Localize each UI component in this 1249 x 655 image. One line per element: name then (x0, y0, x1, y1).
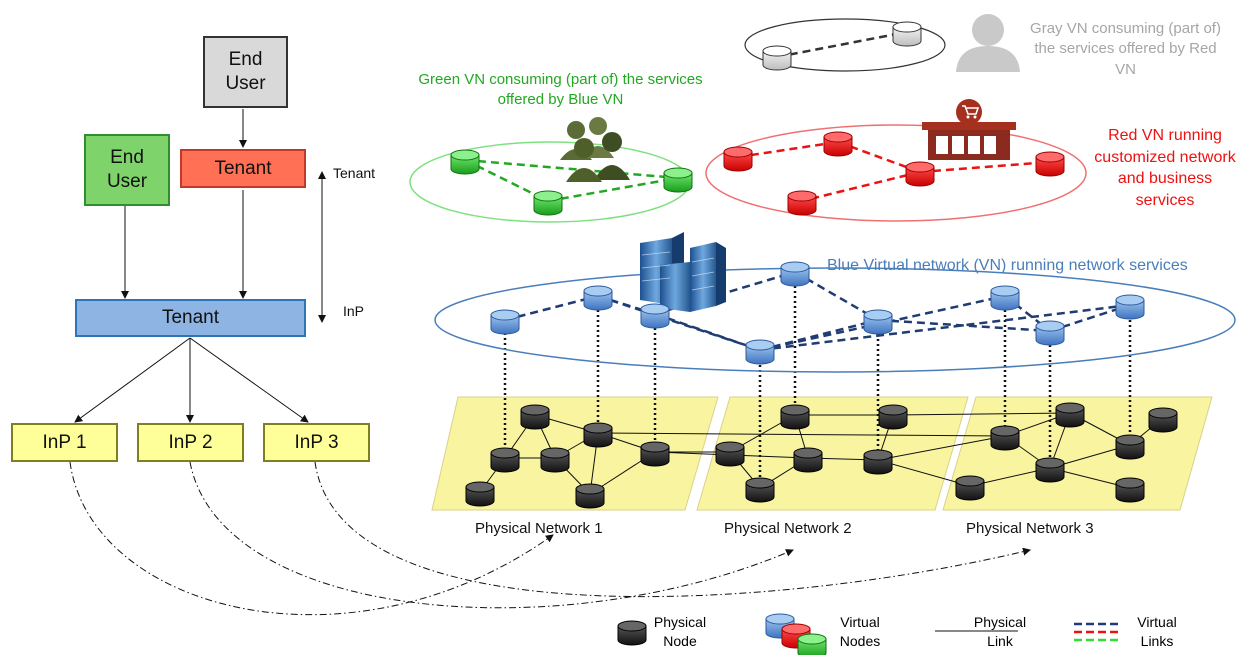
end-user-box-top: End User (203, 36, 288, 108)
blue-vn-caption: Blue Virtual network (VN) running networ… (827, 257, 1188, 274)
black-node (715, 441, 745, 467)
black-node (1035, 457, 1065, 483)
hierarchy-arrows (74, 109, 326, 423)
axis-tenant-label: Tenant (333, 165, 376, 181)
inp1-box: InP 1 (11, 423, 118, 462)
black-node (990, 425, 1020, 451)
green-node (663, 167, 693, 193)
physical-plane-1 (431, 396, 719, 511)
legend-virtual-links-lines (1074, 622, 1120, 642)
black-node (617, 620, 647, 646)
blue-node (640, 303, 670, 329)
legend-physical-node-label: Physical Node (653, 614, 707, 649)
gray-virtual-link (776, 30, 908, 59)
gray-node (892, 21, 922, 47)
blue-node (745, 339, 775, 365)
green-node (533, 190, 563, 216)
red-node (1035, 151, 1065, 177)
axis-inp-label: InP (343, 303, 365, 319)
black-node (1148, 407, 1178, 433)
legend-virtual-nodes-label: Virtual Nodes (839, 614, 881, 649)
gray-user-icon (956, 14, 1020, 72)
tenant-box-red: Tenant (180, 149, 306, 188)
black-node (1055, 402, 1085, 428)
red-node (823, 131, 853, 157)
black-node (640, 441, 670, 467)
vertical-mappings (503, 276, 1132, 482)
inp-mapping-curves (69, 461, 1031, 616)
green-vn-caption: Green VN consuming (part of) the service… (418, 71, 703, 109)
blue-node (490, 309, 520, 335)
black-node (1115, 434, 1145, 460)
blue-node (1035, 320, 1065, 346)
red-node (787, 190, 817, 216)
gray-vn-caption: Gray VN consuming (part of) the services… (1030, 20, 1221, 78)
blue-node (863, 309, 893, 335)
black-node (1115, 477, 1145, 503)
node-layer (450, 21, 1178, 655)
black-node (540, 447, 570, 473)
red-vn-caption: Red VN running customized network and bu… (1094, 127, 1236, 209)
gray-node (762, 45, 792, 71)
legend-virtual-links-label: Virtual Links (1137, 614, 1177, 649)
black-node (575, 483, 605, 509)
red-node (723, 146, 753, 172)
inp2-box: InP 2 (137, 423, 244, 462)
legend-physical-link-label: Physical Link (973, 614, 1027, 649)
store-icon (922, 99, 1016, 160)
black-node (793, 447, 823, 473)
black-node (863, 449, 893, 475)
blue-vn-ellipse (434, 267, 1236, 373)
black-node (745, 477, 775, 503)
red-vn-ellipse (705, 124, 1087, 222)
black-node (780, 404, 810, 430)
people-group-icon (560, 117, 630, 182)
legend-virtual-node-icon (797, 633, 827, 655)
office-buildings-icon (640, 232, 726, 312)
blue-node (583, 285, 613, 311)
physical-network-1-label: Physical Network 1 (475, 520, 603, 537)
physical-network-3-label: Physical Network 3 (966, 520, 1094, 537)
black-node (955, 475, 985, 501)
blue-node (1115, 294, 1145, 320)
gray-vn-ellipse (744, 18, 946, 72)
physical-plane-3 (942, 396, 1213, 511)
green-node (450, 149, 480, 175)
black-node (583, 422, 613, 448)
black-node (465, 481, 495, 507)
black-node (490, 447, 520, 473)
tenant-box-blue: Tenant (75, 299, 306, 337)
red-node (905, 161, 935, 187)
black-node (520, 404, 550, 430)
physical-network-2-label: Physical Network 2 (724, 520, 852, 537)
blue-node (990, 285, 1020, 311)
black-node (878, 404, 908, 430)
end-user-box-green: End User (84, 134, 170, 206)
blue-node (780, 261, 810, 287)
inp3-box: InP 3 (263, 423, 370, 462)
